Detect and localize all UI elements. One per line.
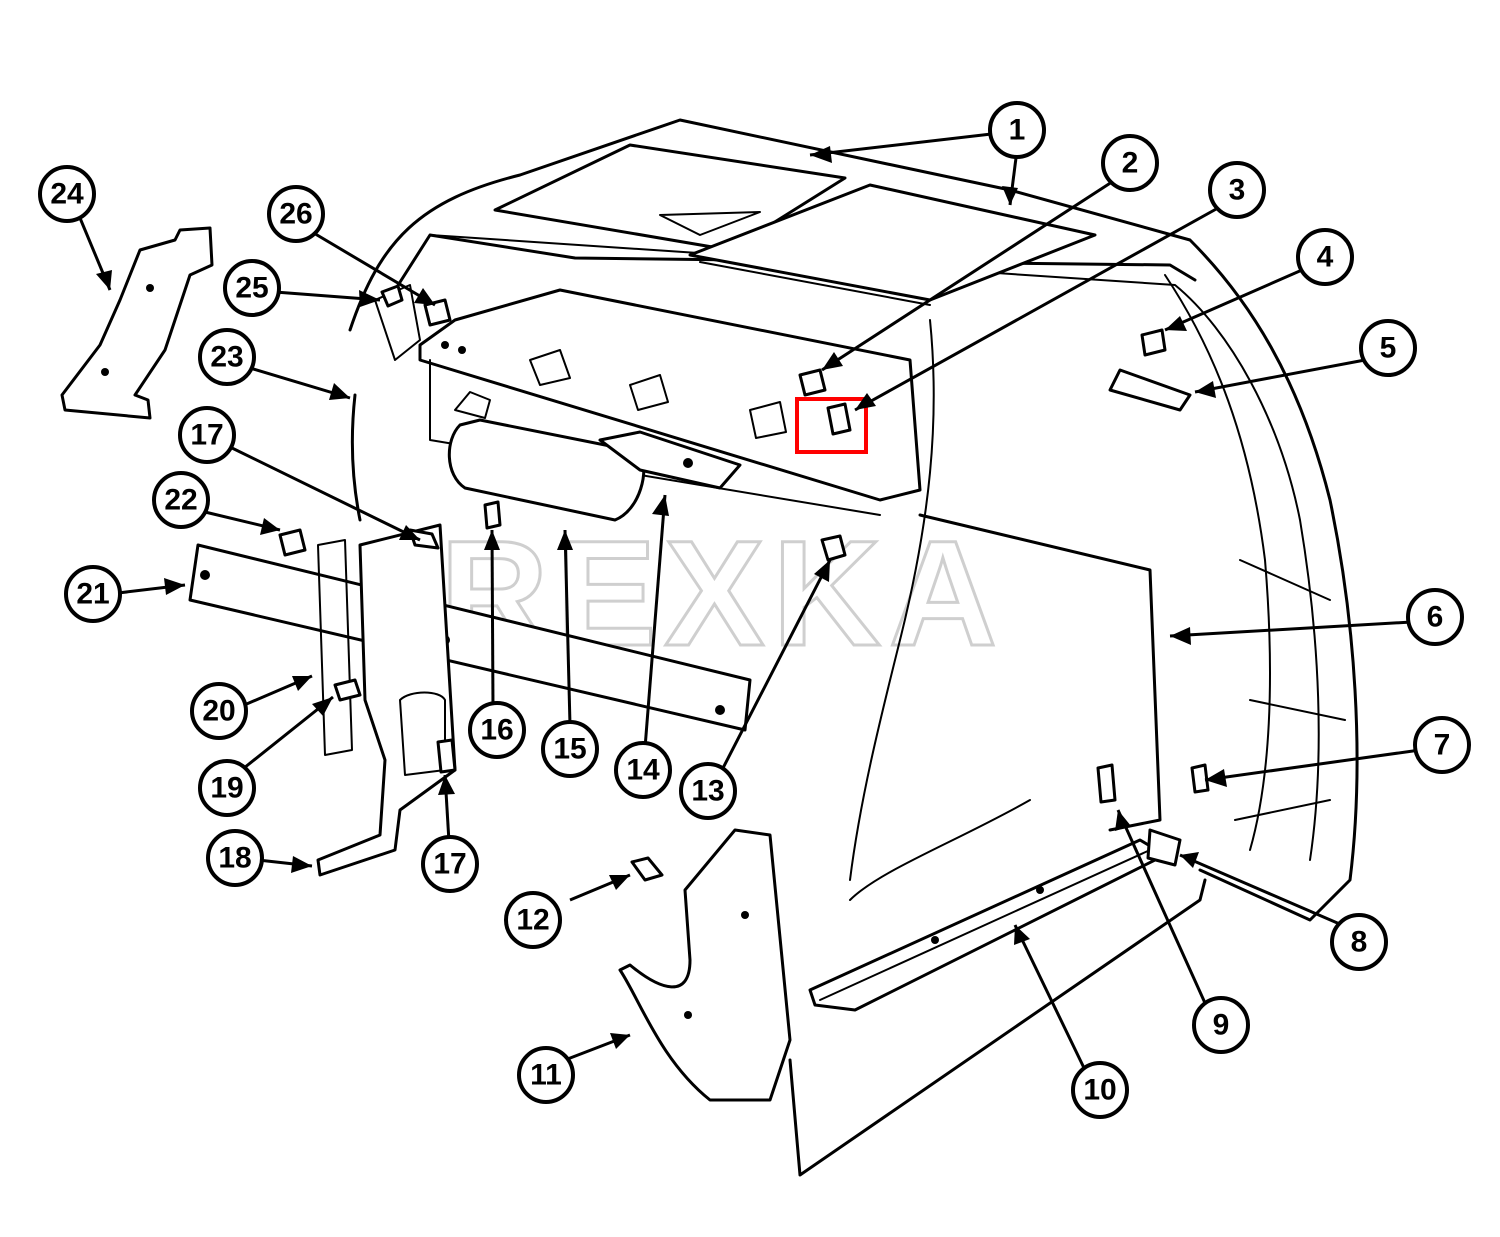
callout-26: 26 xyxy=(267,185,325,243)
svg-text:7: 7 xyxy=(1434,729,1451,762)
windshield-header xyxy=(418,288,922,516)
svg-text:25: 25 xyxy=(235,272,268,305)
callout-17-lower: 17 xyxy=(421,835,479,893)
svg-text:21: 21 xyxy=(76,578,109,611)
bracket-part-8 xyxy=(1146,828,1182,867)
callout-2: 2 xyxy=(1101,134,1159,192)
screw-part-12 xyxy=(630,856,664,882)
svg-text:20: 20 xyxy=(202,695,235,728)
svg-text:13: 13 xyxy=(691,775,724,808)
callout-22: 22 xyxy=(152,471,210,529)
svg-text:17: 17 xyxy=(433,848,466,881)
clip-part-22 xyxy=(278,528,307,557)
svg-text:8: 8 xyxy=(1351,926,1368,959)
lower-body xyxy=(788,799,1207,1177)
callout-19: 19 xyxy=(198,759,256,817)
arrow-heads xyxy=(96,146,1227,1049)
svg-text:26: 26 xyxy=(279,198,312,231)
callout-17-upper: 17 xyxy=(178,406,236,464)
clip-part-2 xyxy=(798,368,827,397)
callout-20: 20 xyxy=(190,682,248,740)
svg-text:4: 4 xyxy=(1317,241,1334,274)
svg-text:18: 18 xyxy=(218,842,251,875)
callout-23: 23 xyxy=(198,328,256,386)
highlight-box xyxy=(795,397,868,454)
svg-text:14: 14 xyxy=(626,754,660,787)
screw-part-7 xyxy=(1190,763,1210,794)
kick-panel-part-11 xyxy=(618,828,792,1102)
clip-part-25 xyxy=(380,284,404,308)
callout-11: 11 xyxy=(517,1046,575,1104)
rear-panel-part-6 xyxy=(849,319,1162,881)
callout-25: 25 xyxy=(223,259,281,317)
bracket-part-20 xyxy=(317,539,353,756)
callout-15: 15 xyxy=(541,720,599,778)
screw-part-16 xyxy=(483,500,502,530)
screw-part-17-lower xyxy=(436,738,457,774)
screw-part-26 xyxy=(423,298,452,327)
svg-text:11: 11 xyxy=(530,1059,562,1092)
svg-text:9: 9 xyxy=(1213,1009,1230,1042)
visor-bracket-part-14 xyxy=(598,430,742,490)
svg-text:5: 5 xyxy=(1380,332,1397,365)
callout-9: 9 xyxy=(1192,996,1250,1054)
svg-text:15: 15 xyxy=(553,733,586,766)
callout-10: 10 xyxy=(1071,1061,1129,1119)
callout-12: 12 xyxy=(504,891,562,949)
svg-text:12: 12 xyxy=(516,904,549,937)
svg-text:1: 1 xyxy=(1009,114,1026,147)
a-pillar-part-23 xyxy=(350,284,421,522)
callout-24: 24 xyxy=(38,165,96,223)
callout-7: 7 xyxy=(1413,716,1471,774)
callout-8: 8 xyxy=(1330,913,1388,971)
screw-part-9 xyxy=(1096,763,1117,804)
sun-visor-part-15 xyxy=(447,391,646,522)
handle-part-5 xyxy=(1108,368,1192,412)
roof-panel-part-1 xyxy=(493,143,1097,306)
screw-part-13 xyxy=(820,534,847,562)
sill-plate-part-10 xyxy=(808,838,1167,1012)
svg-text:16: 16 xyxy=(480,714,513,747)
callout-21: 21 xyxy=(64,565,122,623)
svg-text:23: 23 xyxy=(210,341,243,374)
screw-part-19 xyxy=(333,678,362,702)
svg-text:2: 2 xyxy=(1122,147,1139,180)
svg-text:22: 22 xyxy=(164,484,197,517)
trim-panel-part-24 xyxy=(60,226,214,420)
callout-3: 3 xyxy=(1208,161,1266,219)
callout-4: 4 xyxy=(1296,228,1354,286)
svg-text:6: 6 xyxy=(1427,601,1444,634)
clip-part-4 xyxy=(1140,328,1167,357)
svg-text:10: 10 xyxy=(1083,1074,1116,1107)
callout-16: 16 xyxy=(468,701,526,759)
callout-5: 5 xyxy=(1359,319,1417,377)
svg-text:19: 19 xyxy=(210,772,243,805)
callout-13: 13 xyxy=(679,762,737,820)
svg-text:24: 24 xyxy=(50,178,84,211)
callout-6: 6 xyxy=(1406,588,1464,646)
callout-18: 18 xyxy=(206,829,264,887)
callout-1: 1 xyxy=(988,101,1046,159)
screw-part-3 xyxy=(826,402,852,436)
callout-14: 14 xyxy=(614,741,672,799)
svg-text:3: 3 xyxy=(1229,174,1246,207)
svg-text:17: 17 xyxy=(190,419,223,452)
fasteners xyxy=(278,284,1210,882)
